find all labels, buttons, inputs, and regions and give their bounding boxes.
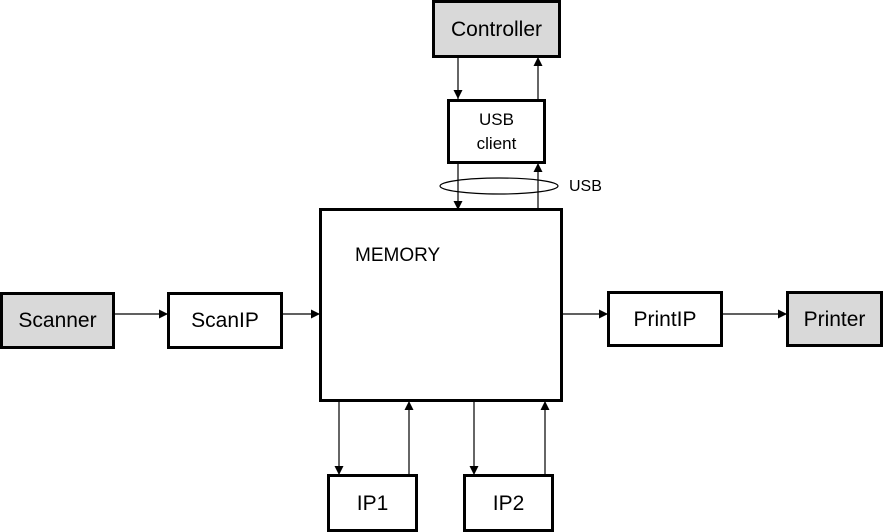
usb-bus-label: USB	[569, 178, 602, 195]
usb-client-block: USB client	[447, 99, 546, 164]
usb-bus-ellipse	[439, 177, 559, 195]
scanner-block: Scanner	[0, 292, 115, 349]
memory-block	[319, 208, 563, 402]
ip1-label: IP1	[356, 491, 389, 515]
ip2-label: IP2	[492, 491, 525, 515]
printer-label: Printer	[803, 307, 866, 331]
memory-label: MEMORY	[355, 245, 441, 266]
ip2-block: IP2	[463, 474, 554, 532]
controller-block: Controller	[432, 0, 561, 58]
controller-label: Controller	[450, 17, 543, 41]
usb-client-label-line1: USB	[479, 109, 514, 129]
scanip-label: ScanIP	[191, 309, 259, 332]
printip-label: PrintIP	[633, 307, 697, 331]
ip1-block: IP1	[327, 474, 418, 532]
scanip-block: ScanIP	[167, 292, 283, 349]
usb-client-label-line2: client	[476, 133, 517, 153]
scanner-label: Scanner	[18, 309, 97, 332]
printer-block: Printer	[786, 291, 883, 347]
printip-block: PrintIP	[607, 291, 723, 347]
